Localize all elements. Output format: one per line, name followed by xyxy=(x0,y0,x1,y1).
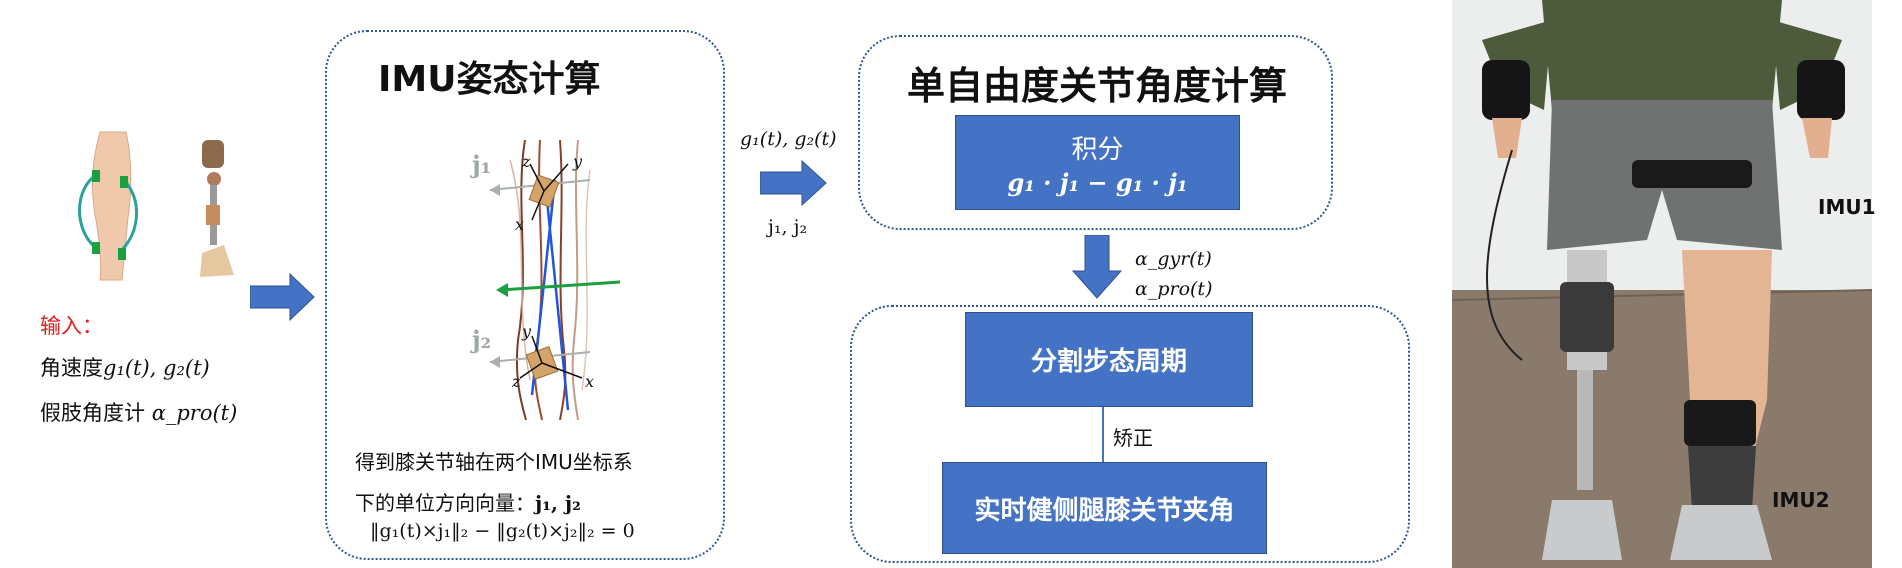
input-arrow xyxy=(249,272,316,326)
mid-arrow-bottom-label: j₁, j₂ xyxy=(768,216,808,238)
photo-label-imu2: IMU2 xyxy=(1772,488,1830,512)
integration-block-label: 积分 xyxy=(1071,134,1124,165)
photo-label-imu1: IMU1 xyxy=(1818,195,1876,219)
input-line1-prefix: 角速度 xyxy=(40,356,103,380)
prosthesis-illustration xyxy=(190,135,240,290)
imu-description-vectors: j₁, j₂ xyxy=(535,491,581,515)
integration-block: 积分 g₁ · j₁ − g₁ · j₁ xyxy=(955,115,1240,210)
imu-constraint-formula: ‖g₁(t)×j₁‖₂ − ‖g₂(t)×j₂‖₂ = 0 xyxy=(370,520,635,542)
input-line1-math: g₁(t), g₂(t) xyxy=(103,356,210,380)
axis-label-x-top: x xyxy=(515,215,525,234)
axis-label-y-bottom: y xyxy=(522,322,532,341)
axis-label-z-bottom: z xyxy=(512,372,521,391)
imu-section-title: IMU姿态计算 xyxy=(378,59,601,100)
imu-description-line2: 下的单位方向向量：j₁, j₂ xyxy=(355,487,581,516)
knee-angle-label: 实时健侧腿膝关节夹角 xyxy=(974,495,1235,526)
down-arrow-label-gyr: α_gyr(t) xyxy=(1135,248,1212,270)
gait-connector-label: 矫正 xyxy=(1113,426,1153,450)
input-line2-prefix: 假肢角度计 xyxy=(40,401,145,425)
knee-axis-diagram xyxy=(470,139,635,421)
gait-segmentation-block: 分割步态周期 xyxy=(965,312,1253,407)
down-arrow xyxy=(1071,234,1123,303)
down-arrow-label-pro: α_pro(t) xyxy=(1135,278,1213,300)
imu-section-box xyxy=(325,30,725,560)
imu-description-line2-text: 下的单位方向向量： xyxy=(355,491,535,515)
integration-block-formula: g₁ · j₁ − g₁ · j₁ xyxy=(1007,167,1188,197)
axis-label-y-top: y xyxy=(573,152,583,171)
input-angular-velocity: 角速度g₁(t), g₂(t) xyxy=(40,352,210,382)
knee-angle-block: 实时健侧腿膝关节夹角 xyxy=(942,462,1267,554)
imu-description-line1: 得到膝关节轴在两个IMU坐标系 xyxy=(355,450,633,474)
sdof-section-title: 单自由度关节角度计算 xyxy=(907,64,1288,108)
mid-arrow-top-label: g₁(t), g₂(t) xyxy=(740,128,837,150)
mid-arrow xyxy=(759,159,828,210)
axis-label-z-top: z xyxy=(522,152,531,171)
subject-photo xyxy=(1452,0,1872,568)
axis-label-j2: j₂ xyxy=(472,325,492,354)
gait-segmentation-label: 分割步态周期 xyxy=(1030,347,1187,377)
gait-connector-line xyxy=(1102,407,1104,463)
input-heading: 输入： xyxy=(40,314,103,338)
input-prosthesis-goniometer: 假肢角度计 α_pro(t) xyxy=(40,397,237,427)
gait-section-box xyxy=(850,305,1410,563)
input-line2-math: α_pro(t) xyxy=(151,401,238,425)
axis-label-j1: j₁ xyxy=(472,150,492,179)
sdof-section-box xyxy=(858,35,1333,230)
axis-label-x-bottom: x xyxy=(585,372,595,391)
leg-illustration xyxy=(70,130,160,285)
